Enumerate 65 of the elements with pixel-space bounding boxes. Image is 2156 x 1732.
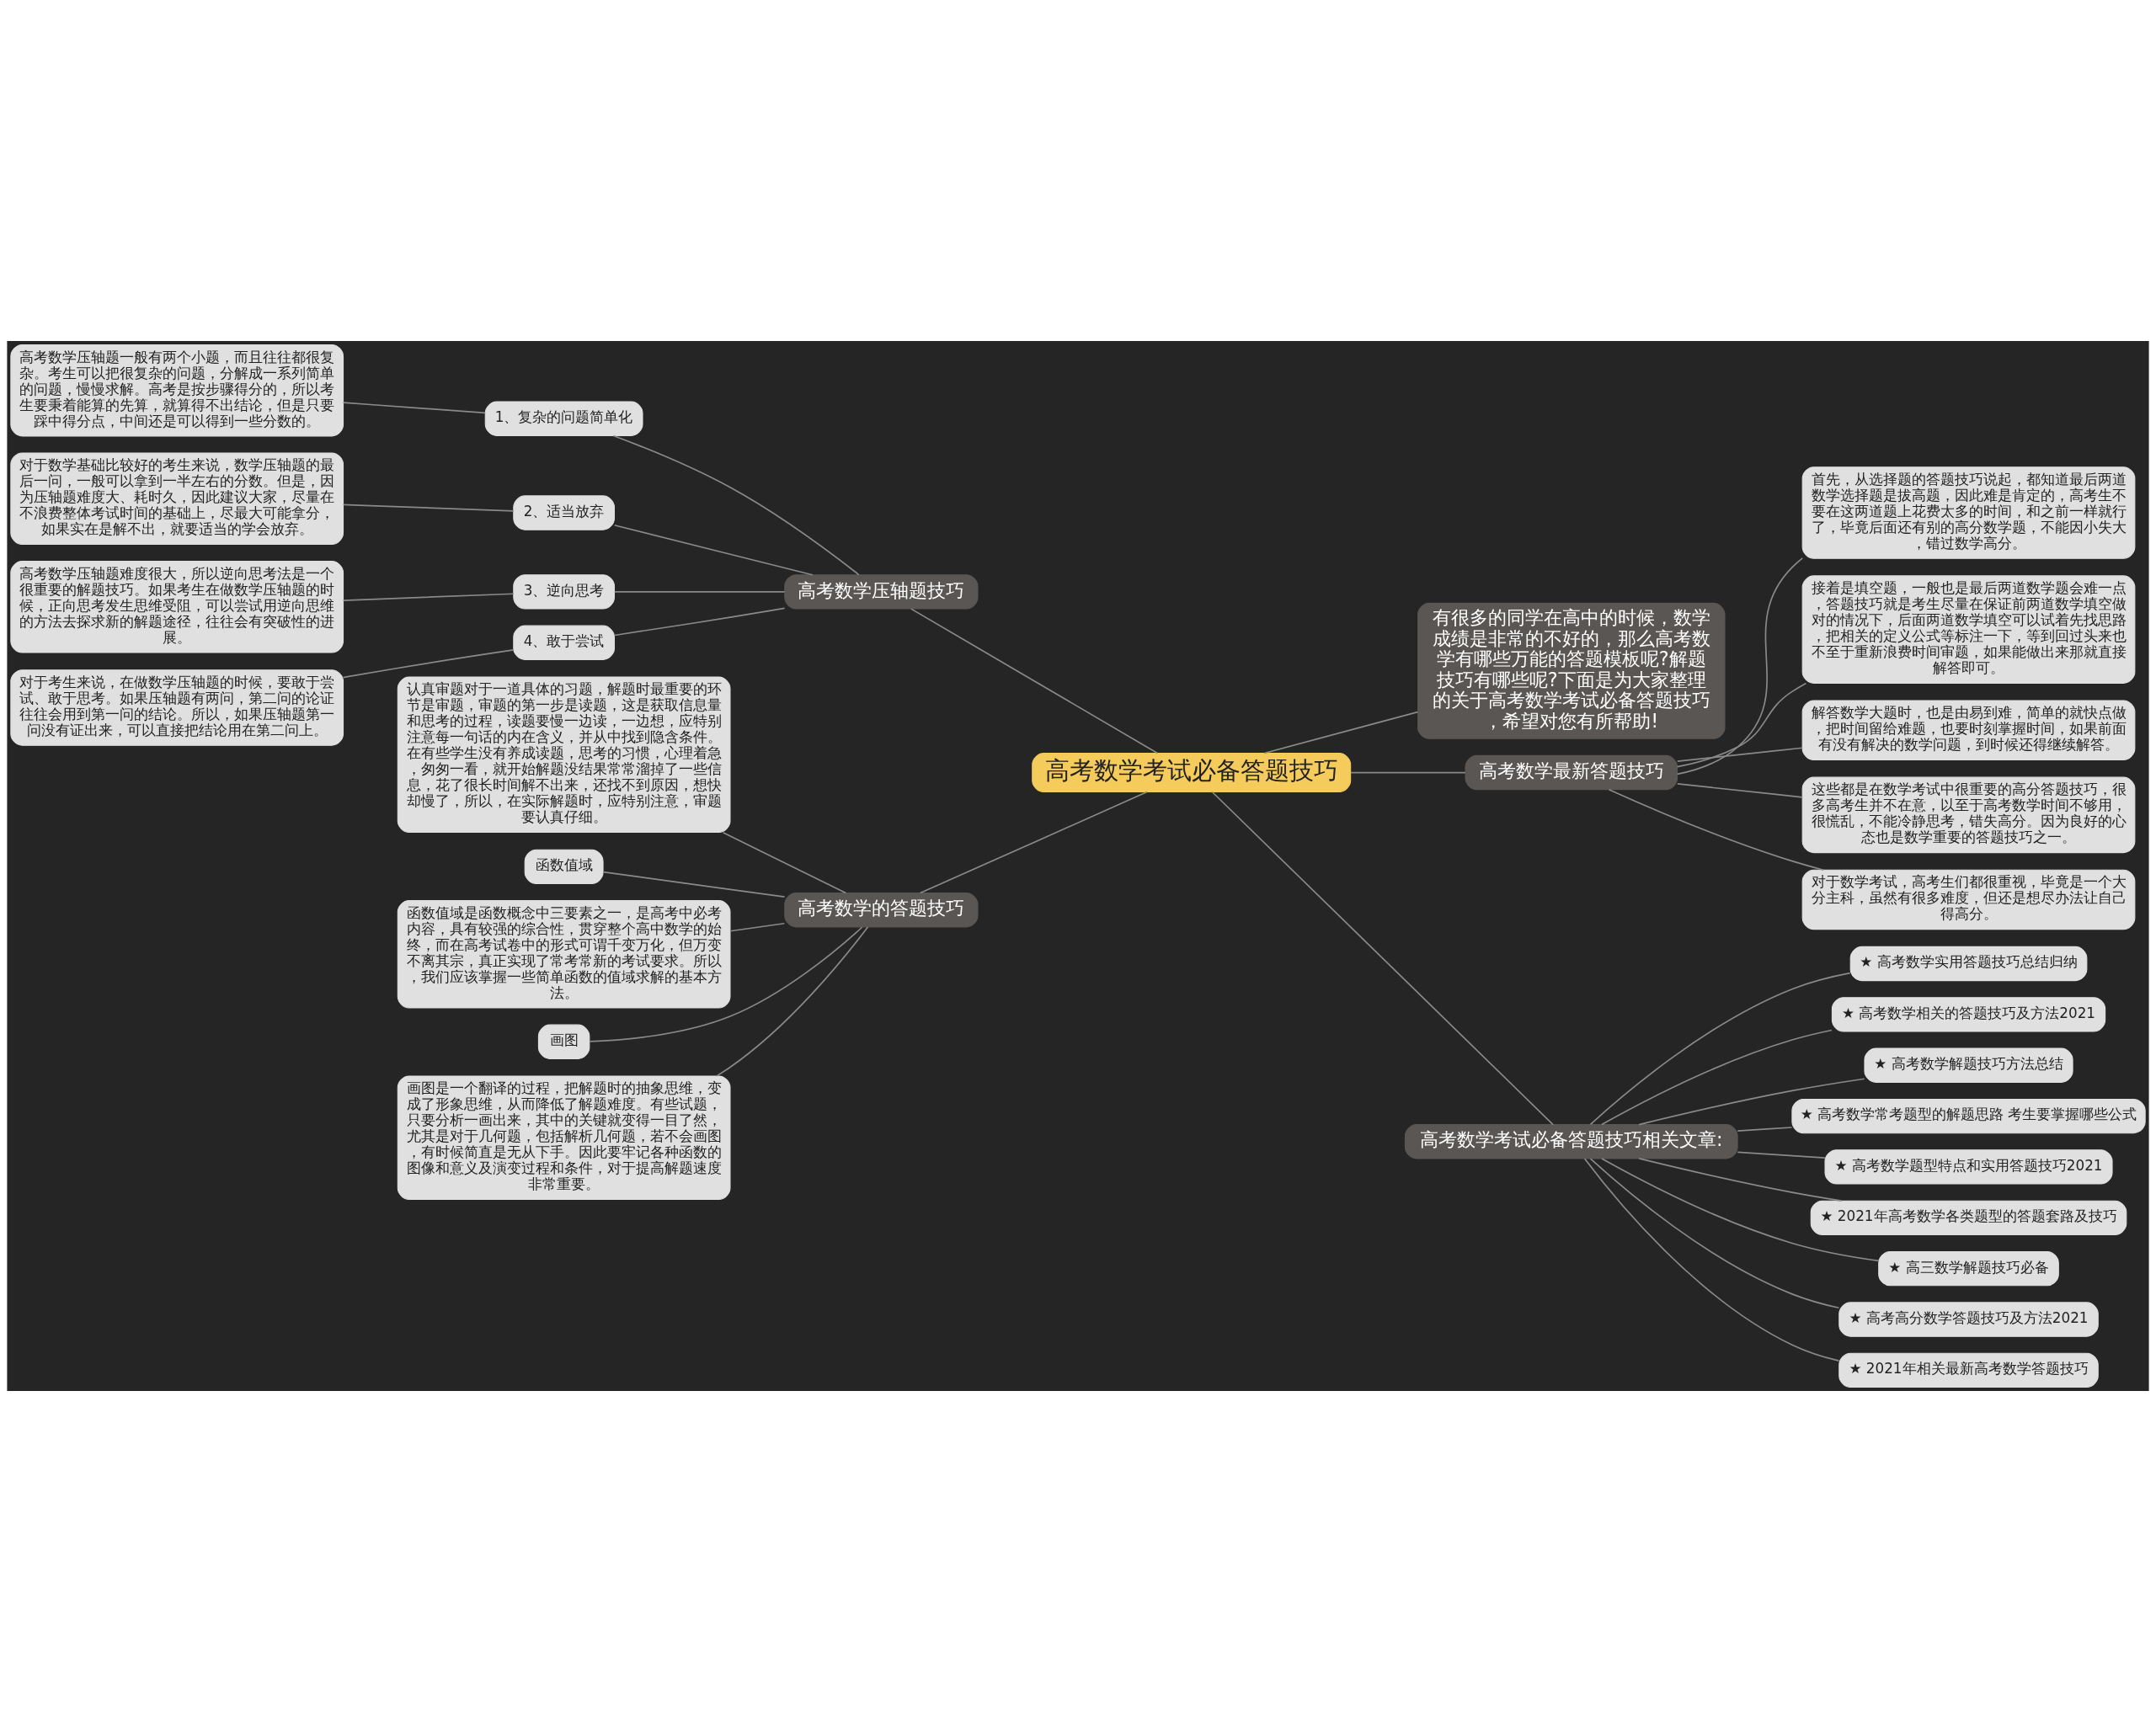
node-box: 高考数学考试必备答题技巧相关文章: (1404, 1124, 1738, 1159)
connector (729, 922, 786, 932)
node-box: 解答数学大题时，也是由易到难，简单的就快点做，把时间留给难题，也要时刻掌握时间，如果前面有没有解决的数学问题，到时候还得继续解答。 (1801, 700, 2136, 760)
node-box: ★ 高考数学实用答题技巧总结归纳 (1849, 946, 2088, 982)
node-box: ★ 高三数学解题技巧必备 (1878, 1251, 2059, 1287)
node-box: 接着是填空题，一般也是最后两道数学题会难一点，答题技巧就是考生尽量在保证前两道数学填空做对的情况下，后面两道数学填空可以试着先找思路，把相关的定义公式等标注一下，等到回过头来也不至于重新浪费时间审题，如果能做出来那就直接解答即可。 (1801, 575, 2136, 684)
node-box: 1、复杂的问题简单化 (484, 401, 643, 436)
connector (1589, 1158, 1840, 1309)
connector (1638, 1158, 1843, 1202)
node-box: 高考数学的答题技巧 (784, 893, 979, 928)
connector (612, 434, 860, 576)
connector (1676, 783, 1803, 798)
node-box: 4、敢于尝试 (513, 625, 615, 660)
node-box: 2、适当放弃 (513, 495, 615, 530)
connector (1676, 557, 1804, 775)
node-box: 函数值域是函数概念中三要素之一，是高考中必考内容，具有较强的综合性，贯穿整个高中数学的始终，而在高考试卷中的形式可谓千变万化，但万变不离其宗，真正实现了常考常新的考试要求。所以，我们应该掌握一些简单函数的值域求解的基本方法。 (397, 900, 731, 1009)
node-box: 高考数学考试必备答题技巧 (1032, 753, 1352, 793)
connector (589, 926, 863, 1042)
connector (1737, 1151, 1826, 1159)
connector (613, 591, 786, 593)
connector (722, 831, 847, 894)
connector (1350, 771, 1466, 774)
connector (1589, 972, 1851, 1126)
node-box: 对于数学基础比较好的考生来说，数学压轴题的最后一问，一般可以拿到一半左右的分数。但是，因为压轴题难度大、耗时久，因此建议大家，尽量在不浪费整体考试时间的基础上，尽最大可能拿分，如果实在是解不出，就要适当的学会放弃。 (10, 452, 344, 545)
connector (1638, 1078, 1865, 1126)
node-box: 高考数学压轴题难度很大，所以逆向思考法是一个很重要的解题技巧。如果考生在做数学压轴题的时候，正向思考发生思维受阻，可以尝试用逆向思维的方法去探求新的解题途径，往往会有突破性的进展。 (10, 561, 344, 653)
node-box: 画图是一个翻译的过程，把解题时的抽象思维，变成了形象思维，从而降低了解题难度。有些试题，只要分析一画出来，其中的关键就变得一目了然，尤其是对于几何题，包括解析几何题，若不会画图，有时候简直是无从下手。因此要牢记各种函数的图像和意义及演变过程和条件，对于提高解题速度非常重要。 (397, 1075, 731, 1201)
connector (613, 524, 814, 576)
node-box: 高考数学压轴题一般有两个小题，而且往往都很复杂。考生可以把很复杂的问题，分解成一系列简单的问题，慢慢求解。高考是按步骤得分的，所以考生要秉着能算的先算，就算得不出结论，但是只要踩中得分点，中间还是可以得到一些分数的。 (10, 344, 344, 437)
node-box: 高考数学最新答题技巧 (1465, 754, 1678, 791)
node-box: 这些都是在数学考试中很重要的高分答题技巧，很多高考生并不在意，以至于高考数学时间不够用，很慌乱，不能冷静思考，错失高分。因为良好的心态也是数学重要的答题技巧之一。 (1801, 776, 2136, 854)
node-box: 画图 (537, 1024, 590, 1059)
connector (1601, 1029, 1833, 1126)
connector (919, 791, 1148, 894)
connector (1601, 1158, 1880, 1262)
node-box: ★ 高考高分数学答题技巧及方法2021 (1838, 1302, 2099, 1337)
node-box: ★ 高考数学题型特点和实用答题技巧2021 (1824, 1149, 2113, 1185)
connector (613, 607, 786, 637)
node-box: 高考数学压轴题技巧 (784, 574, 979, 610)
node-box: ★ 高考数学相关的答题技巧及方法2021 (1831, 997, 2106, 1032)
node-box: 对于数学考试，高考生们都很重视，毕竟是一个大分主科，虽然有很多难度，但还是想尽办法让自己得高分。 (1801, 869, 2136, 930)
node-box: ★ 高考数学解题技巧方法总结 (1864, 1047, 2073, 1083)
connector (910, 608, 1159, 754)
node-box: 3、逆向思考 (513, 574, 615, 610)
connector (342, 402, 487, 414)
node-box: 有很多的同学在高中的时候，数学成绩是非常的不好的，那么高考数学有哪些万能的答题模板呢?解题技巧有哪些呢?下面是为大家整理的关于高考数学考试必备答题技巧，希望对您有所帮助! (1417, 602, 1726, 739)
node-box: 首先，从选择题的答题技巧说起，都知道最后两道数学选择题是拔高题，因此难是肯定的，高考生不要在这两道题上花费太多的时间，和之前一样就行了，毕竟后面还有别的高分数学题，不能因小失大，错过数学高分。 (1801, 466, 2136, 559)
connector (1263, 711, 1419, 754)
connector (1608, 788, 1824, 871)
connector (1676, 747, 1803, 762)
connector (342, 649, 515, 679)
connector (1676, 682, 1807, 768)
connector (602, 871, 786, 898)
node-box: 对于考生来说，在做数学压轴题的时候，要敢于尝试、敢于思考。如果压轴题有两问，第二问的论证往往会用到第一问的结论。所以，如果压轴题第一问没有证出来，可以直接把结论用在第二问上。 (10, 669, 344, 746)
connector (1737, 1127, 1793, 1132)
connector (342, 504, 515, 512)
connector (716, 926, 869, 1077)
node-box: 函数值域 (524, 849, 604, 884)
connector (1211, 791, 1554, 1126)
node-box: ★ 2021年相关最新高考数学答题技巧 (1838, 1352, 2099, 1388)
node-box: ★ 2021年高考数学各类题型的答题套路及技巧 (1810, 1200, 2127, 1235)
node-box: 认真审题对于一道具体的习题，解题时最重要的环节是审题，审题的第一步是读题，这是获取信息量和思考的过程，读题要慢一边读，一边想，应特别注意每一句话的内在含义，并从中找到隐含条件。在有些学生没有养成读题，思考的习惯，心理着急，匆匆一看，就开始解题没结果常常溜掉了一些信息，花了很长时间解不出来，还找不到原因，想快却慢了，所以，在实际解题时，应特别注意，审题要认真仔细。 (397, 676, 731, 834)
connector (342, 593, 515, 601)
node-box: ★ 高考数学常考题型的解题思路 考生要掌握哪些公式 (1791, 1098, 2146, 1134)
connector (1583, 1158, 1840, 1362)
